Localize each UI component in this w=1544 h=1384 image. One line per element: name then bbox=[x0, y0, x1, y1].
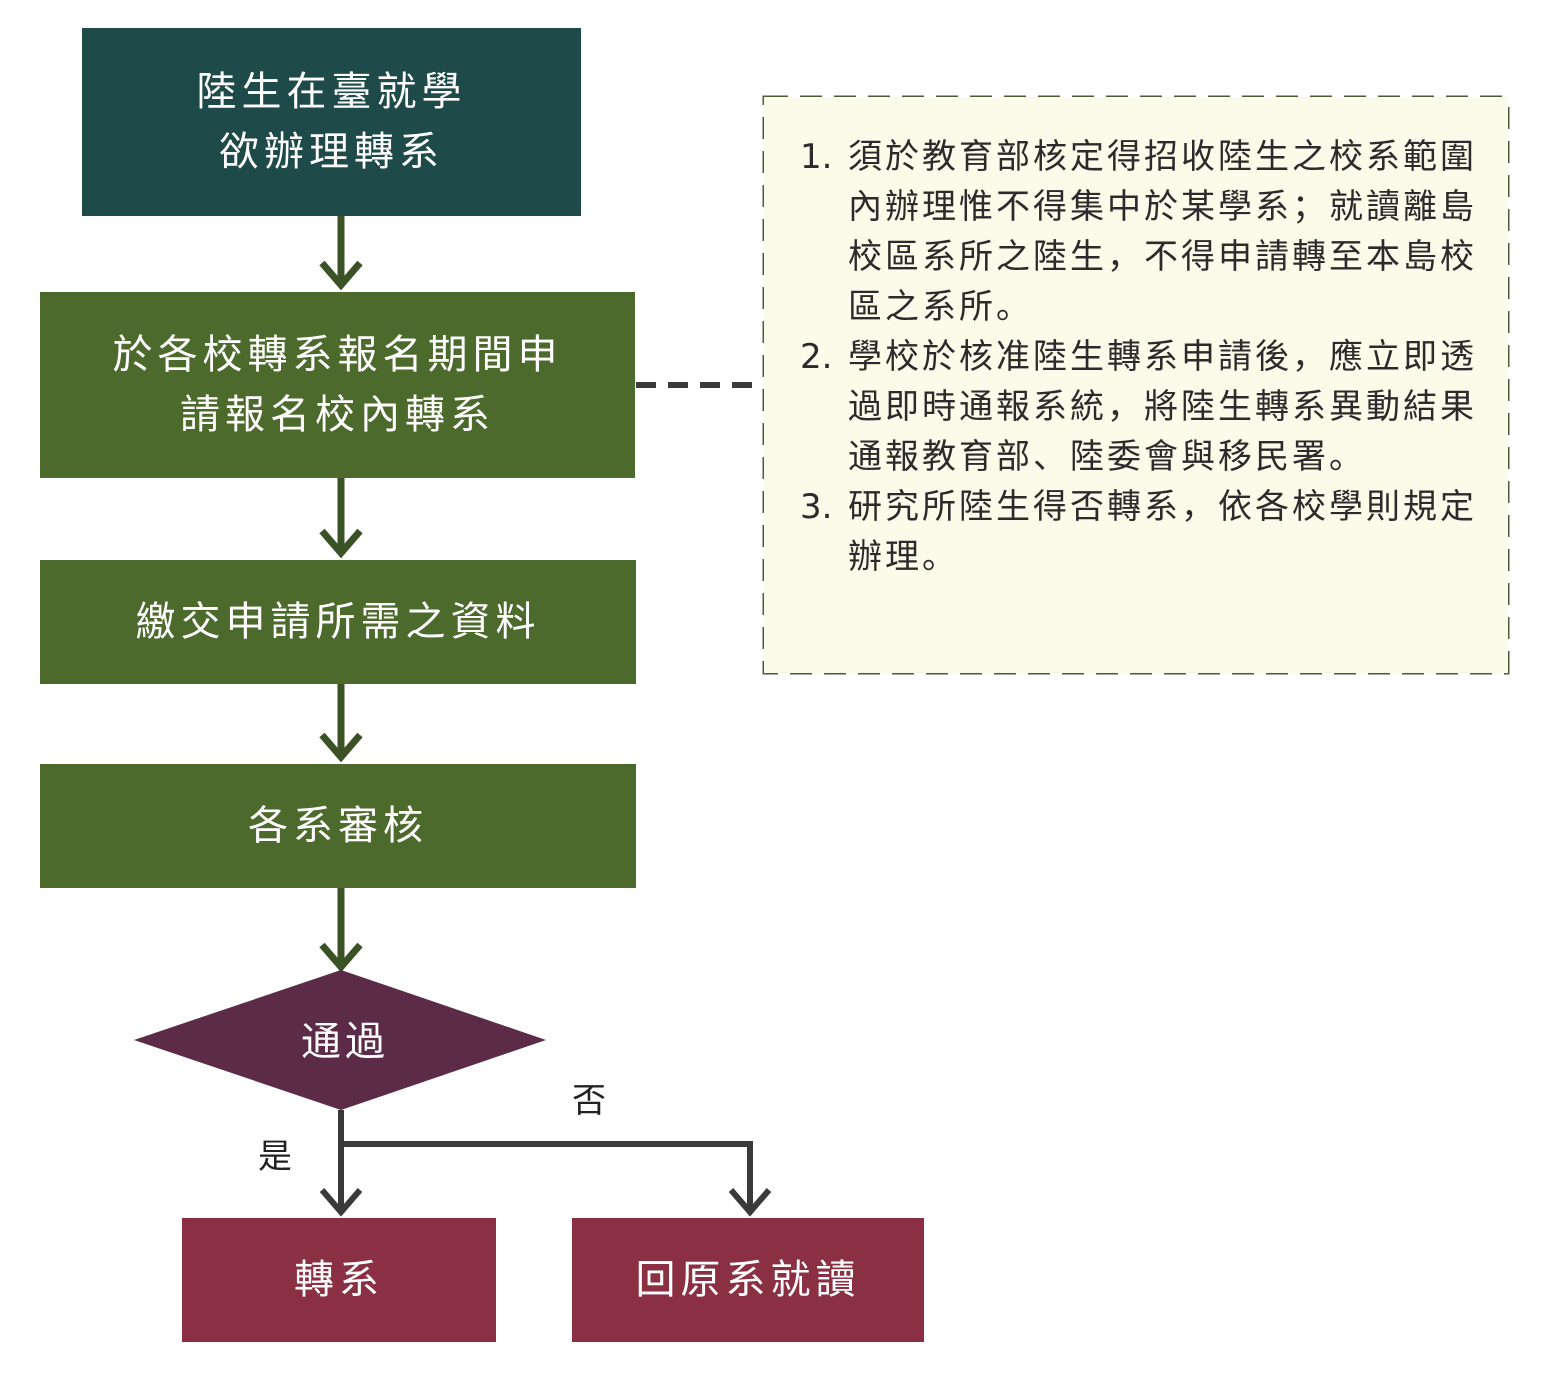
apply-box-line1: 於各校轉系報名期間申 bbox=[112, 332, 563, 378]
decision-diamond bbox=[134, 970, 546, 1110]
note-item-text: 學校於核准陸生轉系申請後，應立即透過即時通報系統，將陸生轉系異動結果通報教育部、… bbox=[848, 337, 1477, 477]
docs-box: 繳交申請所需之資料 bbox=[40, 560, 636, 684]
apply-box: 於各校轉系報名期間申 請報名校內轉系 bbox=[40, 292, 635, 478]
arrowhead-apply-docs bbox=[319, 528, 363, 559]
note-item-number: 3. bbox=[800, 487, 833, 527]
note-box-fill bbox=[764, 97, 1508, 673]
note-item-text: 研究所陸生得否轉系，依各校學則規定辦理。 bbox=[848, 487, 1477, 577]
transfer-box: 轉系 bbox=[182, 1218, 496, 1342]
branch-yes-label: 是 bbox=[258, 1137, 292, 1177]
arrowhead-yes bbox=[319, 1188, 363, 1217]
note-item-text: 須於教育部核定得招收陸生之校系範圍內辦理惟不得集中於某學系；就讀離島校區系所之陸… bbox=[848, 137, 1477, 327]
note-item: 1. 須於教育部核定得招收陸生之校系範圍內辦理惟不得集中於某學系；就讀離島校區系… bbox=[800, 132, 1490, 332]
arrow-no bbox=[341, 1141, 753, 1208]
note-list: 1. 須於教育部核定得招收陸生之校系範圍內辦理惟不得集中於某學系；就讀離島校區系… bbox=[800, 132, 1490, 582]
arrowhead-start-apply bbox=[319, 260, 363, 291]
note-item: 3. 研究所陸生得否轉系，依各校學則規定辦理。 bbox=[800, 482, 1490, 582]
decision-label: 通過 bbox=[301, 1019, 389, 1065]
note-item: 2. 學校於核准陸生轉系申請後，應立即透過即時通報系統，將陸生轉系異動結果通報教… bbox=[800, 332, 1490, 482]
start-box: 陸生在臺就學 欲辦理轉系 bbox=[82, 28, 581, 216]
note-item-number: 1. bbox=[800, 137, 833, 177]
return-box: 回原系就讀 bbox=[572, 1218, 924, 1342]
start-box-line1: 陸生在臺就學 bbox=[196, 69, 467, 115]
transfer-box-label: 轉系 bbox=[294, 1257, 384, 1303]
apply-box-line2: 請報名校內轉系 bbox=[180, 392, 495, 438]
arrowhead-no bbox=[728, 1188, 772, 1217]
return-box-label: 回原系就讀 bbox=[635, 1257, 861, 1303]
arrowhead-review-decision bbox=[319, 942, 363, 973]
note-item-number: 2. bbox=[800, 337, 833, 377]
branch-no-label: 否 bbox=[572, 1081, 606, 1121]
review-box-label: 各系審核 bbox=[248, 803, 428, 849]
review-box: 各系審核 bbox=[40, 764, 636, 888]
start-box-line2: 欲辦理轉系 bbox=[219, 129, 444, 175]
docs-box-label: 繳交申請所需之資料 bbox=[135, 599, 541, 645]
arrowhead-docs-review bbox=[319, 732, 363, 763]
